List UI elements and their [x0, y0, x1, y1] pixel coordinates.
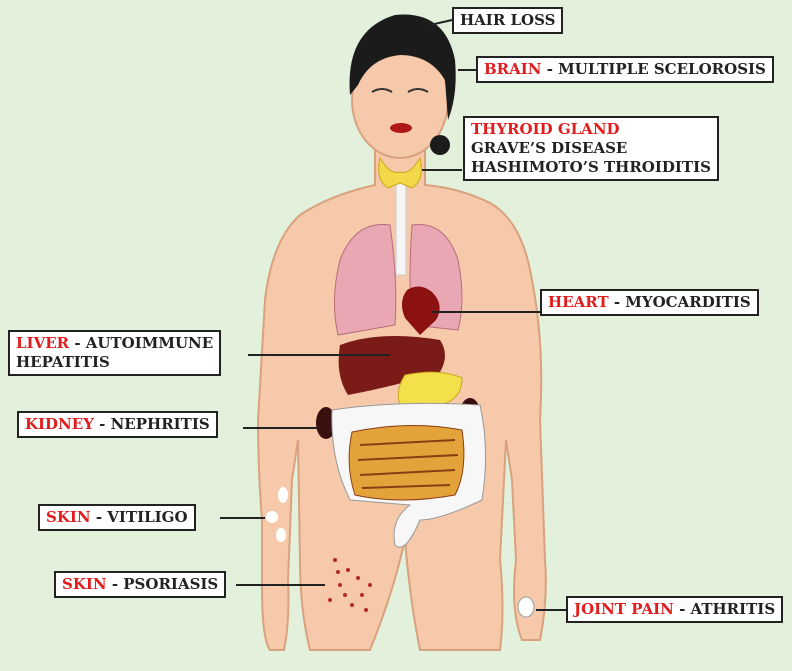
vitiligo-spot — [266, 511, 278, 523]
label-heart: HEART - MYOCARDITIS — [540, 289, 759, 316]
psoriasis-dot — [350, 603, 354, 607]
label-thyroid-organ: THYROID GLAND — [471, 120, 711, 139]
label-vitiligo-organ: SKIN — [46, 508, 91, 526]
label-kidney-organ: KIDNEY — [25, 415, 94, 433]
psoriasis-dot — [346, 568, 350, 572]
label-skin-psoriasis: SKIN - PSORIASIS — [54, 571, 226, 598]
label-liver-line1: LIVER - AUTOIMMUNE — [16, 334, 213, 353]
label-joint-condition: - ATHRITIS — [674, 600, 775, 618]
label-hair-loss: HAIR LOSS — [452, 7, 563, 34]
psoriasis-dot — [364, 608, 368, 612]
label-psoriasis-condition: - PSORIASIS — [107, 575, 219, 593]
hair-bun — [430, 135, 450, 155]
label-psoriasis-organ: SKIN — [62, 575, 107, 593]
label-thyroid: THYROID GLAND GRAVE’S DISEASE HASHIMOTO’… — [463, 116, 719, 181]
label-skin-vitiligo: SKIN - VITILIGO — [38, 504, 196, 531]
label-liver-line2: HEPATITIS — [16, 353, 213, 372]
label-hair-text: HAIR LOSS — [460, 11, 555, 29]
label-liver: LIVER - AUTOIMMUNE HEPATITIS — [8, 330, 221, 376]
label-brain: BRAIN - MULTIPLE SCELOROSIS — [476, 56, 774, 83]
label-thyroid-line2: GRAVE’S DISEASE — [471, 139, 711, 158]
joint-swelling — [518, 597, 534, 617]
psoriasis-dot — [368, 583, 372, 587]
label-joint-pain: JOINT PAIN - ATHRITIS — [566, 596, 783, 623]
vitiligo-spot — [276, 528, 286, 542]
label-liver-condition: - AUTOIMMUNE — [69, 334, 213, 352]
psoriasis-dot — [333, 558, 337, 562]
label-brain-condition: - MULTIPLE SCELOROSIS — [542, 60, 766, 78]
vitiligo-spot — [278, 487, 288, 503]
psoriasis-dot — [338, 583, 342, 587]
label-vitiligo-condition: - VITILIGO — [91, 508, 188, 526]
label-liver-organ: LIVER — [16, 334, 69, 352]
label-heart-condition: - MYOCARDITIS — [609, 293, 751, 311]
label-thyroid-line3: HASHIMOTO’S THROIDITIS — [471, 158, 711, 177]
label-joint-organ: JOINT PAIN — [574, 600, 674, 618]
leader-hair — [430, 20, 452, 25]
psoriasis-dot — [343, 593, 347, 597]
label-heart-organ: HEART — [548, 293, 609, 311]
trachea — [396, 180, 406, 275]
psoriasis-dot — [328, 598, 332, 602]
psoriasis-dot — [360, 593, 364, 597]
label-kidney: KIDNEY - NEPHRITIS — [17, 411, 218, 438]
stomach — [398, 372, 462, 405]
psoriasis-dot — [336, 570, 340, 574]
mouth — [390, 123, 412, 133]
label-brain-organ: BRAIN — [484, 60, 542, 78]
psoriasis-dot — [356, 576, 360, 580]
label-kidney-condition: - NEPHRITIS — [94, 415, 210, 433]
